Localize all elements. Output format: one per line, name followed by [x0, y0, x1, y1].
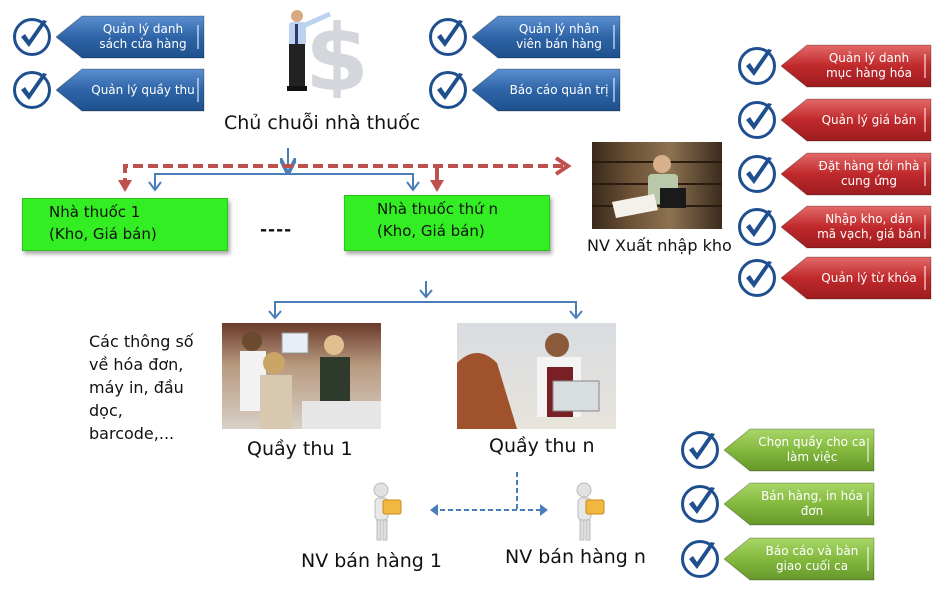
counter-n-photo — [457, 323, 616, 429]
checkmark-icon — [680, 484, 720, 524]
note-line: barcode,... — [89, 424, 175, 443]
owner-function-tag-label: Quản lý danh sách cửa hàng — [99, 22, 187, 51]
red-dashed-arrow — [123, 164, 565, 188]
warehouse-function-tag-label: Quản lý từ khóa — [821, 270, 917, 285]
counter-n-label: Quầy thu n — [489, 435, 595, 457]
owner-function-tag: Quản lý quầy thu — [56, 68, 206, 112]
owner-function-tag-label: Báo cáo quản trị — [509, 82, 609, 97]
sales-function-tag-label: Chọn quầy cho ca làm việc — [758, 435, 866, 464]
red-arrowhead-right — [554, 156, 572, 176]
warehouse-staff-photo — [592, 142, 722, 229]
sales-function-tag: Chọn quầy cho ca làm việc — [724, 428, 876, 472]
owner-function-tag: Quản lý nhân viên bán hàng — [472, 15, 622, 59]
warehouse-function-tag-label: Quản lý giá bán — [821, 112, 917, 127]
sales-function-tag: Bán hàng, in hóa đơn — [724, 482, 876, 526]
checkmark-icon — [680, 430, 720, 470]
warehouse-function-tag: Quản lý giá bán — [781, 98, 933, 142]
note-line: Các thông số — [89, 332, 194, 351]
pharmacy-1-name: Nhà thuốc 1 — [49, 203, 141, 221]
red-arrowhead-mid — [430, 180, 444, 192]
sales-function-tag-label: Báo cáo và bàn giao cuối ca — [765, 544, 859, 573]
sales-staff-n-icon — [568, 482, 608, 542]
businessman-dollar-icon: $ — [275, 5, 370, 112]
owner-function-tag: Quản lý danh sách cửa hàng — [56, 15, 206, 59]
counter-1-photo — [222, 323, 381, 429]
owner-function-tag: Báo cáo quản trị — [472, 68, 622, 112]
checkmark-icon — [737, 100, 777, 140]
sales-function-tag-label: Bán hàng, in hóa đơn — [761, 489, 863, 518]
checkmark-icon — [737, 258, 777, 298]
checkmark-icon — [12, 70, 52, 110]
pharmacy-n-name: Nhà thuốc thứ n — [377, 200, 498, 218]
warehouse-staff-label: NV Xuất nhập kho — [587, 236, 732, 255]
counter-branch — [274, 301, 577, 318]
checkmark-icon — [737, 207, 777, 247]
pharmacy-ellipsis: ---- — [260, 220, 293, 240]
warehouse-function-tag: Quản lý danh mục hàng hóa — [781, 44, 933, 88]
warehouse-function-tag-label: Đặt hàng tới nhà cung ứng — [818, 159, 920, 188]
pharmacy-1: Nhà thuốc 1 (Kho, Giá bán) — [22, 198, 228, 251]
warehouse-function-tag-label: Quản lý danh mục hàng hóa — [825, 51, 912, 80]
owner-function-tag-label: Quản lý nhân viên bán hàng — [516, 22, 602, 51]
sales-staff-n-label: NV bán hàng n — [505, 546, 646, 568]
checkmark-icon — [737, 154, 777, 194]
owner-function-tag-label: Quản lý quầy thu — [91, 82, 195, 97]
sales-staff-1-icon — [365, 482, 405, 542]
warehouse-function-tag: Nhập kho, dán mã vạch, giá bán — [781, 205, 933, 249]
pharmacy-n-detail: (Kho, Giá bán) — [377, 222, 485, 240]
red-arrowhead-left — [118, 180, 132, 192]
sales-staff-1-label: NV bán hàng 1 — [301, 550, 442, 572]
owner-label: Chủ chuỗi nhà thuốc — [224, 112, 421, 134]
note-line: máy in, đầu — [89, 378, 184, 397]
checkmark-icon — [737, 46, 777, 86]
warehouse-function-tag: Đặt hàng tới nhà cung ứng — [781, 152, 933, 196]
checkmark-icon — [428, 17, 468, 57]
blue-branch — [154, 173, 414, 188]
checkmark-icon — [680, 539, 720, 579]
sales-function-tag: Báo cáo và bàn giao cuối ca — [724, 537, 876, 581]
counter-settings-note: Các thông số về hóa đơn, máy in, đầu dọc… — [89, 330, 194, 445]
pharmacy-n: Nhà thuốc thứ n (Kho, Giá bán) — [344, 195, 550, 251]
counter-1-label: Quầy thu 1 — [247, 438, 353, 460]
checkmark-icon — [12, 17, 52, 57]
note-line: dọc, — [89, 401, 123, 420]
checkmark-icon — [428, 70, 468, 110]
warehouse-function-tag-label: Nhập kho, dán mã vạch, giá bán — [817, 212, 921, 241]
pharmacy-1-detail: (Kho, Giá bán) — [49, 225, 157, 243]
warehouse-function-tag: Quản lý từ khóa — [781, 256, 933, 300]
note-line: về hóa đơn, — [89, 355, 184, 374]
